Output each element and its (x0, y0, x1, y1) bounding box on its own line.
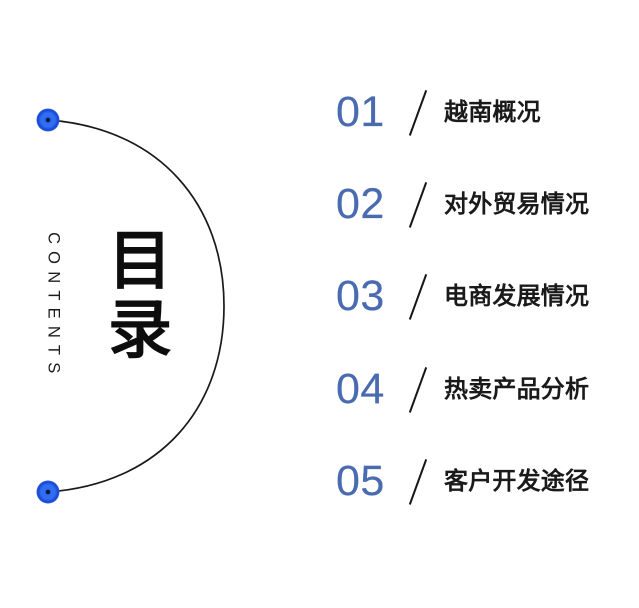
toc-item-number: 03 (336, 271, 385, 320)
toc-item-title: 越南概况 (444, 98, 541, 126)
slash-separator-icon (404, 455, 434, 507)
toc-item-title: 对外贸易情况 (444, 190, 590, 218)
toc-list: 01 越南概况 02 对外贸易情况 03 电商发展情况 04 热卖产品分析 05… (336, 68, 639, 538)
toc-item-number: 02 (336, 179, 385, 228)
page-title-char-1: 目 (108, 225, 172, 299)
contents-vertical-label-text: CONTENTS (44, 231, 63, 381)
toc-item-01[interactable]: 01 越南概况 (336, 81, 639, 143)
slash-separator-icon (404, 86, 434, 138)
page-title: 目 录 (99, 225, 181, 369)
toc-item-03[interactable]: 03 电商发展情况 (336, 265, 639, 327)
arc-dot-bottom-icon (36, 480, 60, 504)
toc-item-title: 客户开发途径 (444, 467, 590, 495)
contents-vertical-label: CONTENTS (42, 196, 64, 416)
toc-item-04[interactable]: 04 热卖产品分析 (336, 358, 639, 420)
arc-dot-top-icon (36, 108, 60, 132)
slash-separator-icon (404, 178, 434, 230)
toc-item-number: 01 (336, 87, 385, 136)
toc-item-title: 热卖产品分析 (444, 375, 590, 403)
toc-item-05[interactable]: 05 客户开发途径 (336, 450, 639, 512)
toc-item-number: 05 (336, 456, 385, 505)
slash-separator-icon (404, 363, 434, 415)
toc-item-02[interactable]: 02 对外贸易情况 (336, 173, 639, 235)
slash-separator-icon (404, 270, 434, 322)
page-title-char-2: 录 (108, 294, 172, 369)
toc-item-title: 电商发展情况 (444, 282, 590, 310)
toc-item-number: 04 (336, 364, 385, 413)
